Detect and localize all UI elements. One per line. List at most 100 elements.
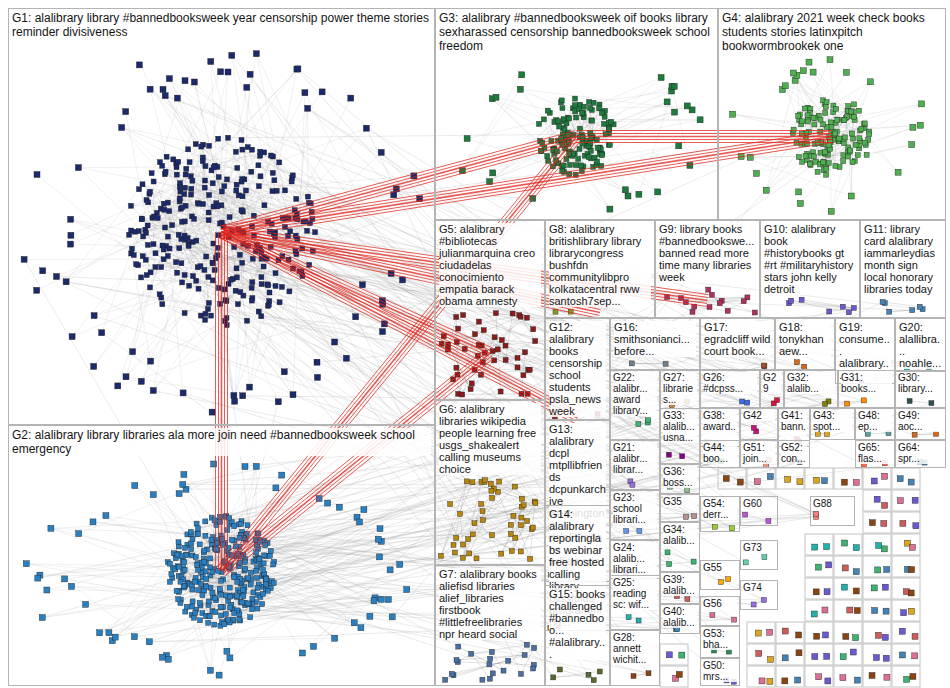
vertex-marker [256,184,261,189]
link-line [71,170,212,235]
vertex-marker [232,398,238,404]
vertex-marker [272,178,277,183]
link-line [143,184,221,223]
link-line [915,433,937,435]
link-line [153,495,189,584]
vertex-marker [210,278,215,283]
vertex-marker [143,257,148,262]
vertex-marker [180,280,185,285]
vertex-marker [231,393,237,399]
vertex-marker [265,282,270,287]
vertex-marker [560,106,565,111]
vertex-marker [123,109,129,115]
vertex-marker [182,185,187,190]
vertex-marker [259,282,264,287]
link-line [102,333,560,670]
vertex-marker [359,282,365,288]
vertex-marker [182,219,187,224]
vertex-marker [266,303,271,308]
vertex-marker [162,93,168,99]
vertex-marker [586,155,591,160]
vertex-marker [233,149,238,154]
link-line [259,93,305,187]
vertex-marker [129,203,134,208]
vertex-marker [210,261,215,266]
vertex-marker [258,149,263,154]
link-line [241,551,271,602]
link-line [198,522,220,590]
link-line [198,461,721,582]
link-line [182,282,816,513]
link-line [793,73,835,134]
vertex-marker [270,170,275,175]
link-line [129,235,204,270]
vertex-marker [194,238,199,243]
vertex-marker [163,169,168,174]
link-line [820,104,921,132]
link-line [182,556,227,651]
vertex-marker [127,232,132,237]
vertex-marker [234,275,239,280]
link-line [800,138,859,203]
vertex-marker [577,146,582,151]
vertex-marker [189,192,194,197]
vertex-marker [115,383,121,389]
vertex-marker [588,148,593,153]
vertex-marker [167,209,172,214]
link-line [94,219,194,367]
link-line [51,528,197,564]
vertex-marker [574,115,579,120]
link-line [131,206,182,208]
vertex-marker [305,194,310,199]
vertex-marker [259,314,264,319]
vertex-marker [595,145,600,150]
vertex-marker [288,229,293,234]
vertex-marker [239,138,244,143]
link-line [143,184,270,301]
vertex-marker [191,79,197,85]
vertex-marker [136,62,142,68]
vertex-marker [249,285,254,290]
link-line [179,554,211,670]
link-line [66,189,139,282]
link-line [179,494,244,539]
link-line [65,579,169,659]
link-line [186,489,234,540]
vertex-marker [400,277,406,283]
vertex-marker [155,216,160,221]
vertex-marker [192,216,197,221]
vertex-marker [269,153,274,158]
vertex-marker [186,147,191,152]
vertex-marker [203,317,208,322]
link-line [445,655,524,680]
vertex-marker [541,117,546,122]
vertex-marker [215,204,220,209]
vertex-marker [566,115,571,120]
vertex-marker [590,118,595,123]
link-line [830,60,833,106]
vertex-marker [295,66,301,72]
link-line [213,280,470,553]
vertex-marker [160,302,165,307]
link-line [134,579,223,636]
link-line [766,75,797,190]
vertex-marker [601,121,606,126]
vertex-marker [239,208,244,213]
vertex-marker [163,225,168,230]
link-line [297,69,670,487]
vertex-marker [244,188,249,193]
vertex-marker [266,283,271,288]
vertex-marker [153,251,158,256]
vertex-marker [182,78,188,84]
vertex-marker [194,278,199,283]
link-line [172,578,648,674]
link-line [837,104,921,120]
vertex-marker [587,100,592,105]
link-line [520,89,583,117]
link-line [71,219,237,277]
vertex-marker [225,177,230,182]
vertex-marker [591,100,596,105]
link-line [106,516,253,599]
vertex-marker [234,188,239,193]
vertex-marker [239,179,244,184]
